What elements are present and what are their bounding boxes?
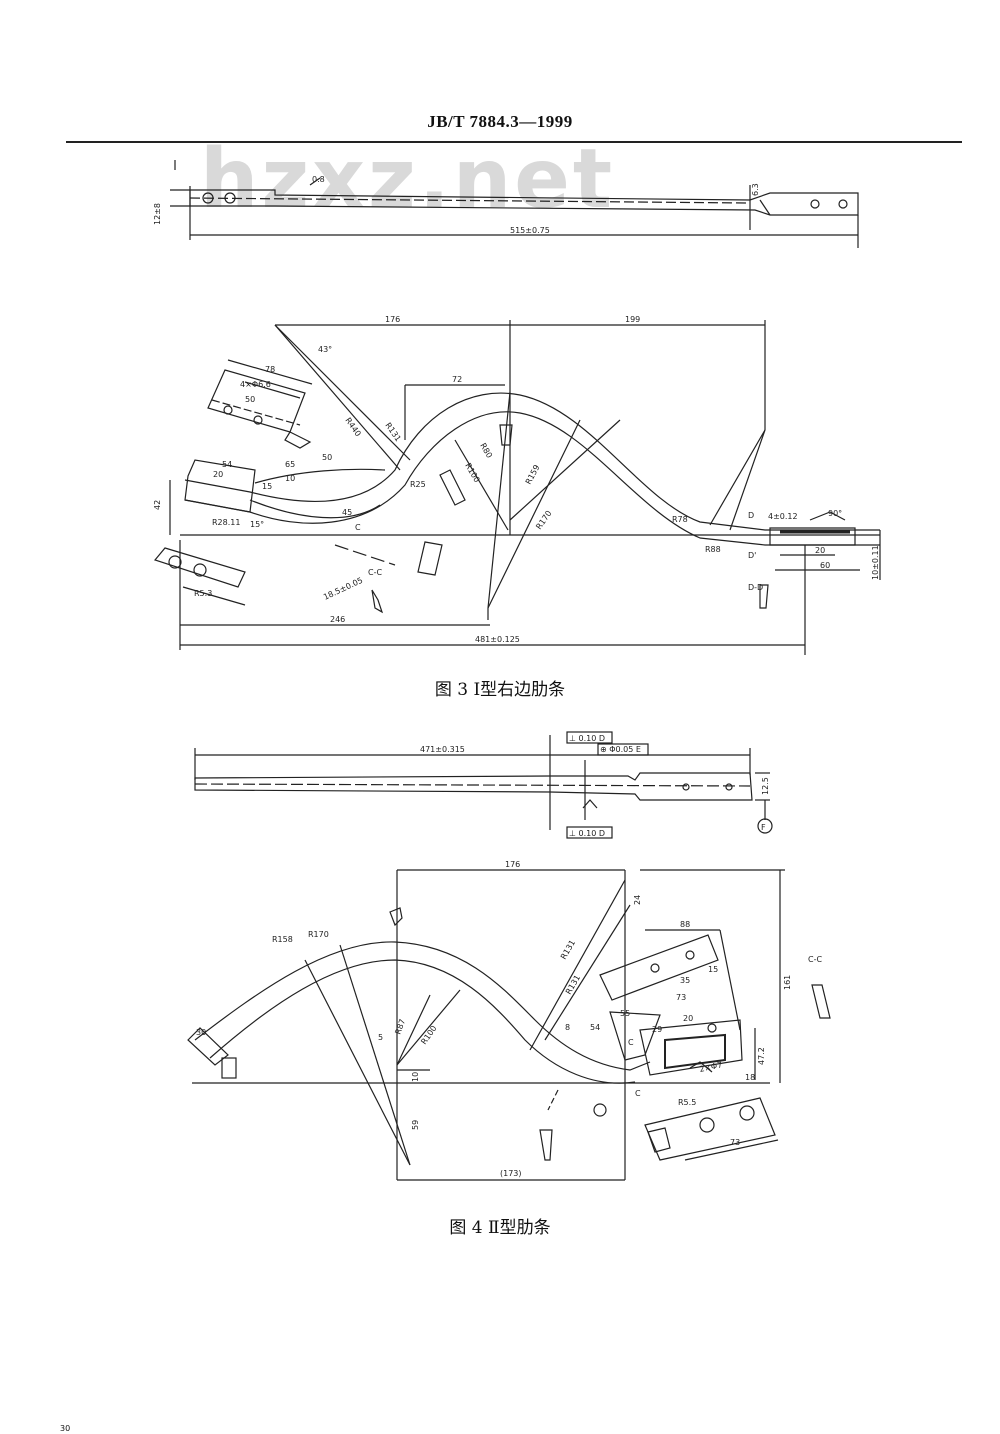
fig3-r159: R159 [524,463,542,486]
fig4-r158: R158 [272,935,293,944]
fig3-top-height: 12±8 [153,203,162,225]
fig3-dim-20b: 20 [815,546,825,555]
fig4-dim-161: 161 [783,975,792,990]
fig3-top-right: 6.3 [751,183,760,196]
fig3-dim-50: 50 [245,395,255,404]
fig4-dim-24: 24 [633,895,642,905]
fig3-d: D [748,511,754,520]
fig3-r88: R88 [705,545,721,554]
fig4-dim-5: 5 [378,1033,383,1042]
fig3-d-prime: D' [748,551,756,560]
fig3-dim-20: 20 [213,470,223,479]
fig4-dim-10: 10 [411,1072,420,1082]
fig3-r131: R131 [383,421,402,443]
fig3-dim-176: 176 [385,315,400,324]
fig3-r170: R170 [534,509,553,531]
fig3-dim-4: 4±0.12 [768,512,798,521]
fig4-front-view [187,869,831,1181]
fig4-r87: R87 [393,1018,407,1036]
fig4-r131: R131 [559,938,577,961]
figure4-caption: 图 4 Ⅱ型肋条 [0,1213,1000,1238]
fig4-f: F [761,823,766,832]
fig4-tol2: ⊕ Φ0.05 E [600,745,641,754]
fig4-right-h: 12.5 [761,777,770,795]
fig4-dim-73b: 73 [730,1138,740,1147]
fig4-dim-15: 15 [708,965,718,974]
fig3-angle-15: 15° [250,520,264,529]
fig4-dim-35: 35 [680,976,690,985]
fig3-dim-18: 18.5±0.05 [322,576,364,602]
fig4-dim-176: 176 [505,860,520,869]
figure3-caption-label: 图 3 [434,680,469,700]
fig4-r170: R170 [308,930,329,939]
fig3-r53: R5.3 [194,589,212,598]
fig4-tol1: ⊥ 0.10 D [569,734,605,743]
fig4-c2: C [628,1038,634,1047]
figure3-caption-title: Ⅰ型右边肋条 [473,680,566,700]
fig3-dim-45: 45 [342,508,352,517]
fig4-dim-29: 29 [652,1025,662,1034]
fig4-tol3: ⊥ 0.10 D [569,829,605,838]
fig3-angle-90: 90° [828,509,842,518]
header-rule [66,141,962,143]
fig4-r55: R5.5 [678,1098,696,1107]
fig3-cc: C-C [368,568,382,577]
fig4-dim-54: 54 [590,1023,600,1032]
fig3-dim-65: 65 [285,460,295,469]
figure3-caption: 图 3 Ⅰ型右边肋条 [0,675,1000,700]
fig3-dim-60: 60 [820,561,830,570]
fig3-r28: R28.11 [212,518,240,527]
figure4-caption-title: Ⅱ型肋条 [488,1218,551,1238]
watermark: hzxz.net [200,132,616,227]
fig3-dim-199: 199 [625,315,640,324]
fig3-dim-246: 246 [330,615,345,624]
fig4-dim-59: 59 [411,1120,420,1130]
fig4-dim-55: 55 [620,1009,630,1018]
fig3-dim-10: 10 [285,474,295,483]
fig3-dim-10r: 10±0.11 [871,545,880,580]
fig3-annotations: 515±0.75 12±8 0.8 6.3 176 199 43° 72 78 … [153,175,880,644]
fig4-c1: C [635,1089,641,1098]
fig3-top-view [170,160,859,248]
fig3-dim-42: 42 [153,500,162,510]
fig4-dim-173: (173) [500,1169,522,1178]
fig3-top-angle: 0.8 [312,175,325,184]
fig3-top-length: 515±0.75 [510,226,550,235]
fig4-dim-73: 73 [676,993,686,1002]
fig4-top-view [194,731,773,839]
fig4-cc: C-C [808,955,822,964]
fig3-r440: R440 [343,416,362,438]
fig3-dim-50b: 50 [322,453,332,462]
fig4-dim-88: 88 [680,920,690,929]
fig3-r25: R25 [410,480,426,489]
fig3-total: 481±0.125 [475,635,520,644]
page-number: 30 [60,1424,71,1433]
fig4-dim-18: 18 [745,1073,755,1082]
fig3-angle-43: 43° [318,345,332,354]
fig3-dim-78: 78 [265,365,275,374]
fig4-dim-30: 30 [196,1028,206,1037]
fig4-dim-8: 8 [565,1023,570,1032]
fig3-hole: 4×Φ6.6 [240,380,271,389]
fig3-dim-72: 72 [452,375,462,384]
standard-header: JB/T 7884.3—1999 [427,112,573,131]
fig3-r80: R80 [478,442,494,460]
fig3-c: C [355,523,361,532]
figure4-caption-label: 图 4 [449,1218,483,1238]
fig3-dim-54: 54 [222,460,232,469]
fig3-dd: D-D [748,583,763,592]
fig3-r78: R78 [672,515,688,524]
fig4-top-length: 471±0.315 [420,745,465,754]
fig4-dim-20: 20 [683,1014,693,1023]
fig3-r100: R100 [463,462,481,485]
fig3-dim-15: 15 [262,482,272,491]
fig3-front-view [153,320,881,655]
fig4-dim-47: 47.2 [757,1047,766,1065]
